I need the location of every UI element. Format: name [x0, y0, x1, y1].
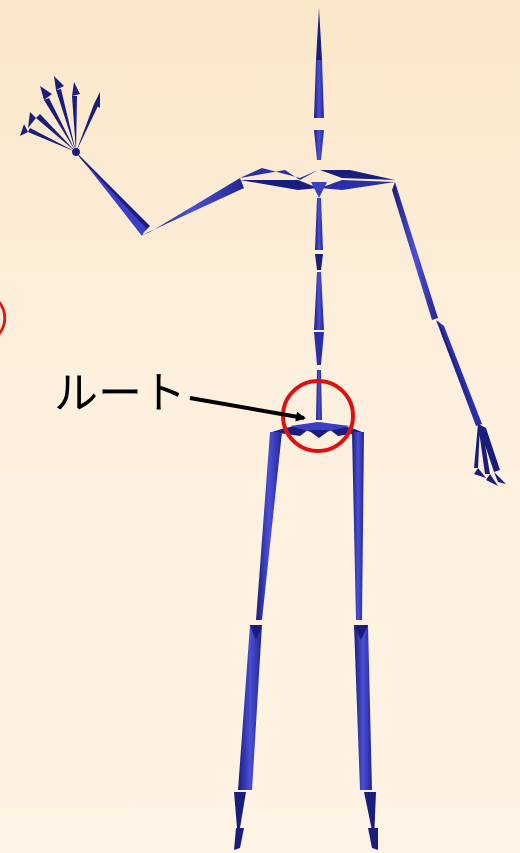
left-forearm — [76, 152, 150, 236]
right-foot — [364, 792, 378, 850]
right-hand — [474, 424, 506, 486]
root-arrow — [189, 396, 306, 422]
left-foot — [234, 792, 246, 850]
right-forearm — [436, 320, 482, 426]
head-bone — [314, 8, 324, 118]
root-label: ルート — [54, 368, 186, 419]
left-thigh — [256, 432, 282, 620]
pelvis-bones — [272, 422, 362, 438]
left-shin — [238, 625, 262, 790]
shoulder-bones — [240, 168, 395, 198]
right-shin — [354, 625, 372, 790]
left-upper-arm — [140, 178, 244, 236]
cropped-red-text: ） — [0, 300, 34, 340]
right-upper-arm — [392, 182, 438, 320]
left-hand — [20, 76, 100, 156]
spine-bones — [314, 198, 324, 420]
neck-bone — [314, 130, 324, 160]
right-thigh — [352, 432, 364, 620]
